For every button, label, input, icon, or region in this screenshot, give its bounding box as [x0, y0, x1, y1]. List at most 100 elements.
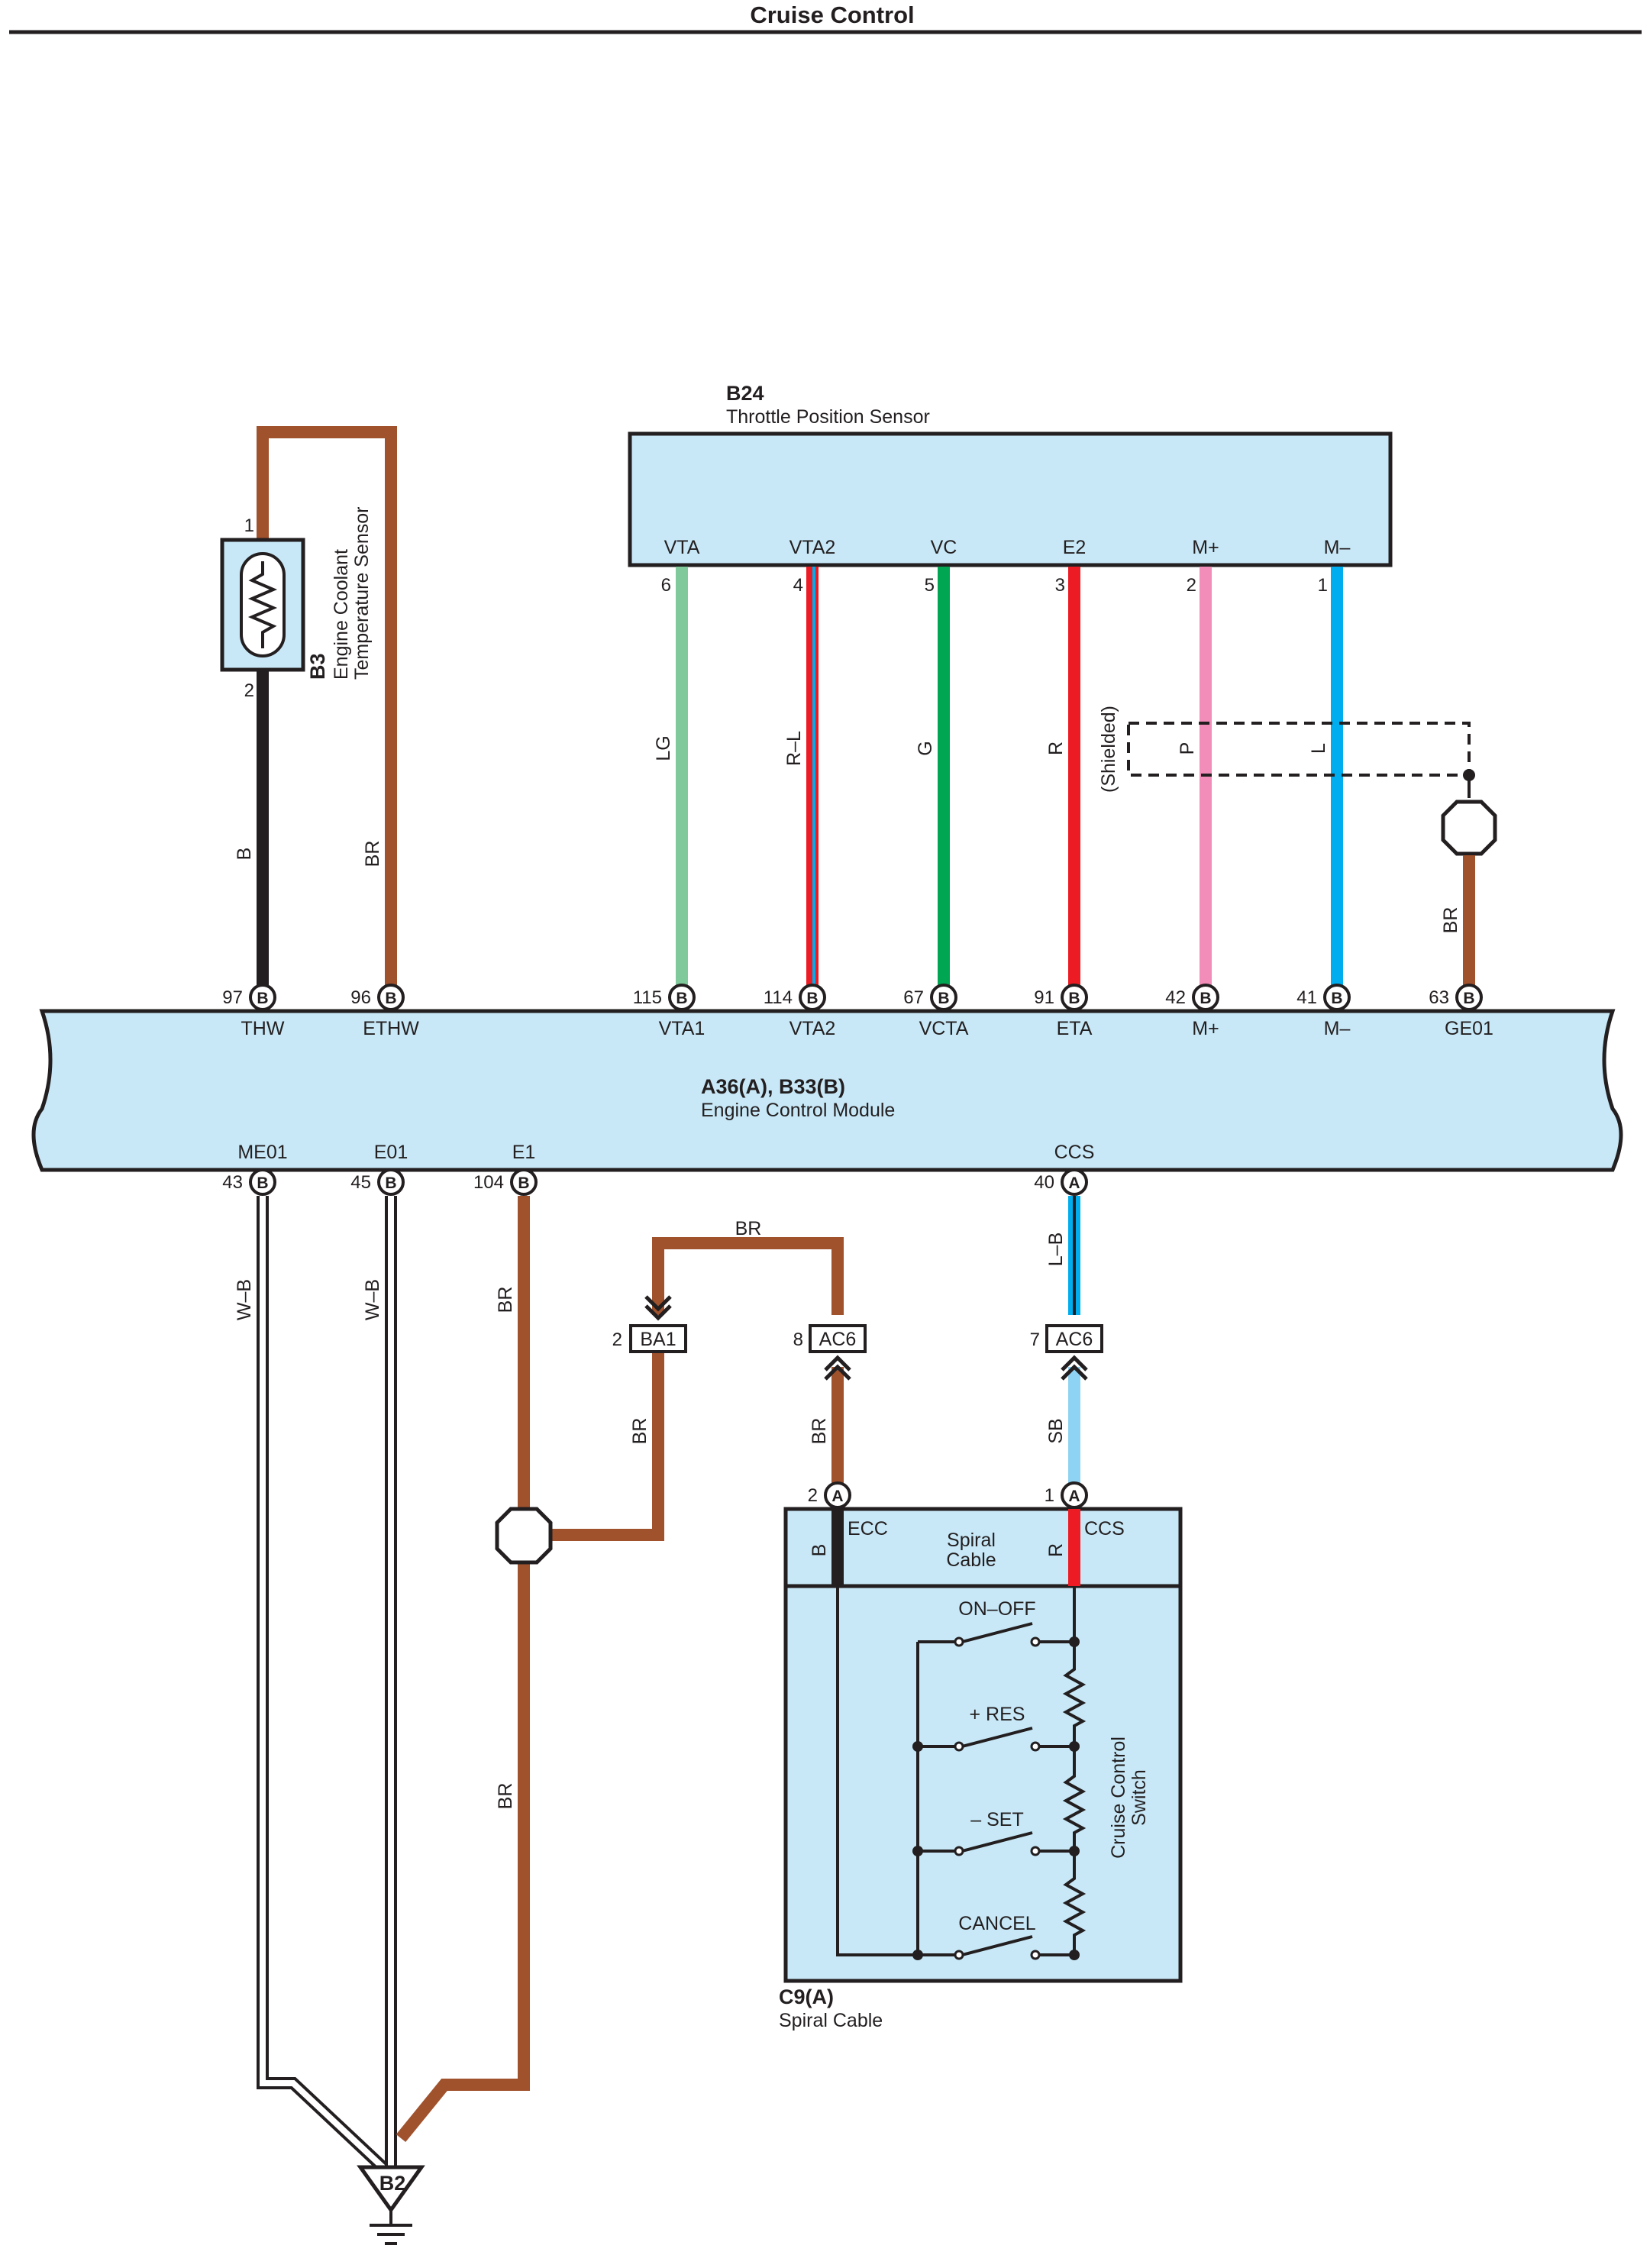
- ecm-pin-vta1: B 115 VTA1: [633, 984, 705, 1039]
- b24-terminal-m-plus: M+ 2: [1187, 537, 1219, 596]
- connector-box: [629, 1324, 687, 1353]
- connector-code: B: [385, 990, 396, 1007]
- connector-pin-marker: [930, 984, 957, 1011]
- wire-label-sb: SB: [1045, 1418, 1067, 1443]
- connector-pin-marker: [1192, 984, 1219, 1011]
- b3-pin-1: 1: [244, 515, 254, 536]
- c9-pin-ecc: A 2: [808, 1481, 851, 1509]
- connector-pin: 8: [793, 1329, 803, 1350]
- switch-label-on-off: ON–OFF: [958, 1598, 1035, 1620]
- b24-terminal-label: M–: [1324, 537, 1351, 558]
- terminal-label: GE01: [1445, 1018, 1493, 1039]
- pin-number: 43: [222, 1172, 243, 1193]
- b24-terminal-label: VTA: [664, 537, 700, 558]
- wire-label-w-b: W–B: [234, 1279, 255, 1320]
- connector-pin-marker: [249, 1168, 276, 1196]
- b24-terminal-vc: VC 5: [925, 537, 957, 596]
- pin-number: 67: [903, 987, 924, 1008]
- b3-name-line2: Temperature Sensor: [351, 506, 373, 680]
- connector-pin-marker: [1455, 984, 1483, 1011]
- wire-w-b-me01: [257, 1196, 396, 2179]
- junction-dot: [1069, 1636, 1080, 1647]
- b3-pin-2: 2: [244, 680, 254, 701]
- b24-terminal-m-minus: M– 1: [1318, 537, 1351, 596]
- connector-code: A: [831, 1488, 843, 1505]
- thermistor-element-icon: [247, 561, 278, 648]
- wire-br-e1-trunk: [396, 1196, 530, 2143]
- switch-contact: [961, 1727, 1033, 1748]
- b24-pin-number: 6: [661, 575, 671, 596]
- ecm-pin-e01: B 45: [350, 1168, 405, 1196]
- c9-name: Spiral Cable: [779, 2010, 883, 2031]
- cruise-switch-label-line1: Cruise Control: [1108, 1737, 1129, 1859]
- switch-terminal: [1030, 1950, 1041, 1960]
- switch-contacts: [954, 1636, 1041, 1960]
- wire-label-br: BR: [809, 1418, 830, 1445]
- terminal-label: M–: [1324, 1018, 1351, 1039]
- pin-number: 115: [633, 987, 662, 1008]
- c9-ecc-label: ECC: [848, 1518, 888, 1539]
- pin-number: 41: [1296, 987, 1317, 1008]
- connector-pin-marker: [1061, 1168, 1088, 1196]
- ecm-pin-m-plus: B 42 M+: [1165, 984, 1219, 1039]
- resistor-icon: [1062, 1642, 1087, 1955]
- b24-terminal-vta2: VTA2 4: [789, 537, 836, 596]
- b24-pin-number: 5: [925, 575, 935, 596]
- b24-pin-number: 4: [793, 575, 803, 596]
- connector-ba1: BA1 2: [612, 1295, 687, 1353]
- terminal-label: ETA: [1057, 1018, 1093, 1039]
- connector-pin-marker: [668, 984, 696, 1011]
- connector-code: B: [518, 1174, 529, 1192]
- switch-terminal: [1030, 1741, 1041, 1752]
- ground-b2-symbol: [357, 2165, 425, 2214]
- terminal-label: ETHW: [363, 1018, 419, 1039]
- b3-name-line1: Engine Coolant: [331, 549, 352, 680]
- connector-pin-marker: [1323, 984, 1351, 1011]
- b24-name: Throttle Position Sensor: [726, 406, 930, 428]
- switch-terminal: [1030, 1846, 1041, 1856]
- wire-label-b: B: [809, 1544, 830, 1557]
- connector-chevron-icon: [1061, 1355, 1088, 1371]
- b3-code: B3: [306, 653, 329, 680]
- connector-code: B: [1068, 990, 1080, 1007]
- ecm-pin-ethw: B 96 ETHW: [350, 984, 419, 1039]
- switch-label-cancel: CANCEL: [958, 1913, 1036, 1934]
- junction-dots: [912, 1636, 1080, 1960]
- switch-terminal: [954, 1846, 964, 1856]
- ecm-pin-eta: B 91 ETA: [1034, 984, 1093, 1039]
- connector-chevron-icon: [644, 1304, 672, 1321]
- b24-terminal-vta: VTA 6: [661, 537, 700, 596]
- pin-number: 91: [1034, 987, 1054, 1008]
- connector-chevron-icon: [1061, 1364, 1088, 1381]
- wire-br-b3-loop: [257, 426, 397, 985]
- wire-label-b: B: [234, 848, 255, 861]
- switch-contact: [961, 1935, 1033, 1956]
- connector-box: [1045, 1324, 1103, 1353]
- connector-pin: 7: [1030, 1329, 1040, 1350]
- junction-dot: [1069, 1846, 1080, 1856]
- terminal-label-e01: E01: [374, 1142, 408, 1163]
- terminal-label-ccs: CCS: [1054, 1142, 1095, 1163]
- ecm-pin-vcta: B 67 VCTA: [903, 984, 969, 1039]
- pin-number: 97: [222, 987, 243, 1008]
- connector-pin-marker: [510, 1168, 538, 1196]
- wire-label-r: R: [1045, 741, 1067, 755]
- shielded-label: (Shielded): [1098, 706, 1119, 793]
- wire-label-br: BR: [495, 1287, 516, 1313]
- connector-name: AC6: [1056, 1329, 1093, 1350]
- ecm-pin-e1: B 104: [473, 1168, 538, 1196]
- cruise-switch-label-line2: Switch: [1129, 1769, 1150, 1826]
- connector-pin-marker: [249, 984, 276, 1011]
- connector-code: B: [1463, 990, 1474, 1007]
- b24-terminal-label: E2: [1063, 537, 1087, 558]
- c9-spiral-line2: Cable: [946, 1549, 996, 1571]
- ecm-code: A36(A), B33(B): [701, 1075, 845, 1098]
- wire-br-ba1-branch: [550, 1352, 664, 1541]
- switch-contact: [961, 1622, 1033, 1643]
- b24-pin-number: 1: [1318, 575, 1328, 596]
- pin-number: 114: [764, 987, 793, 1008]
- junction-dot: [912, 1846, 923, 1856]
- terminal-label-me01: ME01: [237, 1142, 287, 1163]
- connector-code: B: [938, 990, 949, 1007]
- ecm-pin-thw: B 97 THW: [222, 984, 285, 1039]
